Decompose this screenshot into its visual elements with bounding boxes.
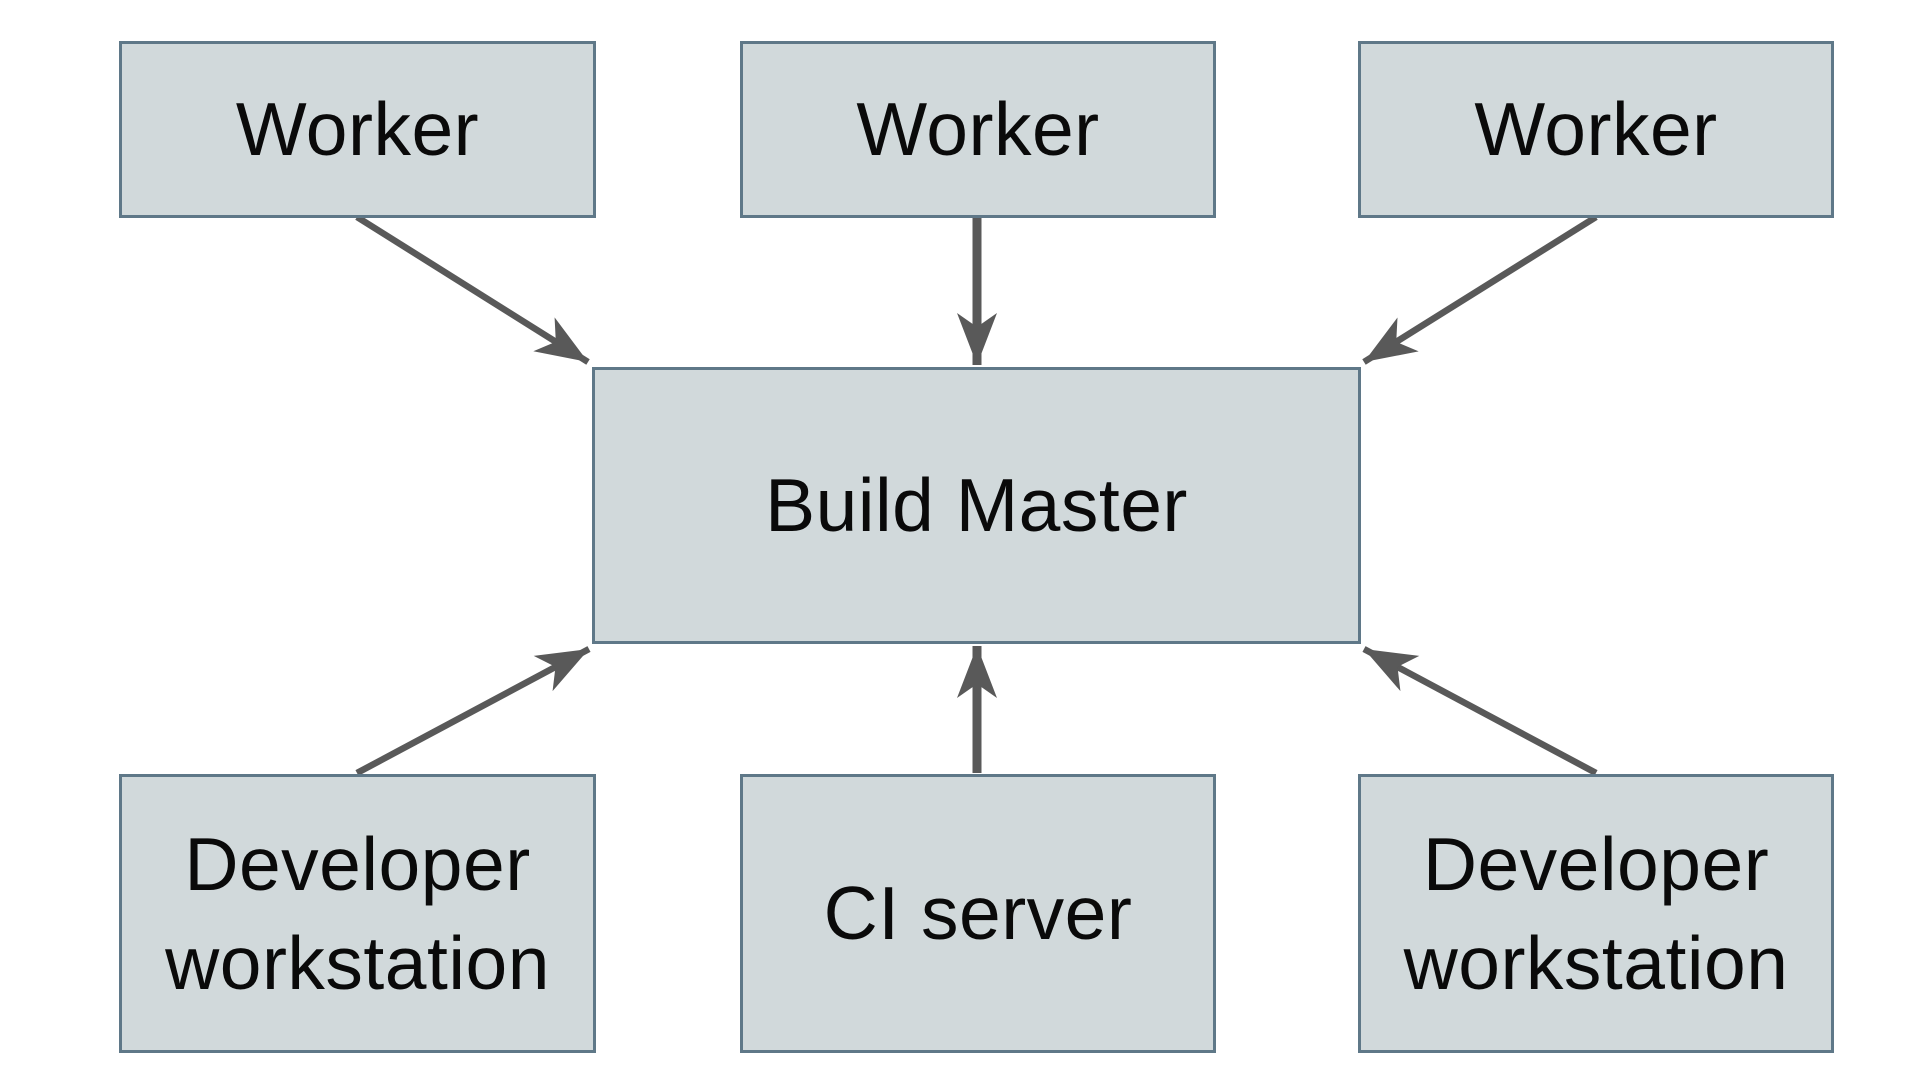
node-developer-workstation-right: Developer workstation bbox=[1358, 774, 1834, 1053]
node-worker-3-label: Worker bbox=[1474, 87, 1718, 171]
node-developer-workstation-left: Developer workstation bbox=[119, 774, 596, 1053]
node-worker-2: Worker bbox=[740, 41, 1216, 218]
node-developer-workstation-right-label: Developer workstation bbox=[1403, 821, 1789, 1005]
node-worker-1-label: Worker bbox=[235, 87, 480, 171]
node-ci-server: CI server bbox=[740, 774, 1216, 1053]
node-ci-server-label: CI server bbox=[823, 871, 1133, 955]
node-worker-1: Worker bbox=[119, 41, 596, 218]
node-build-master: Build Master bbox=[592, 367, 1361, 644]
node-worker-3: Worker bbox=[1358, 41, 1834, 218]
node-worker-2-label: Worker bbox=[856, 87, 1100, 171]
arrow-dev-left-to-build-master bbox=[355, 646, 591, 776]
arrow-worker-1-to-build-master bbox=[355, 214, 590, 365]
arrow-worker-3-to-build-master bbox=[1362, 214, 1598, 365]
node-build-master-label: Build Master bbox=[765, 463, 1188, 547]
node-developer-workstation-left-label: Developer workstation bbox=[165, 821, 550, 1005]
arrow-dev-right-to-build-master bbox=[1362, 646, 1598, 776]
